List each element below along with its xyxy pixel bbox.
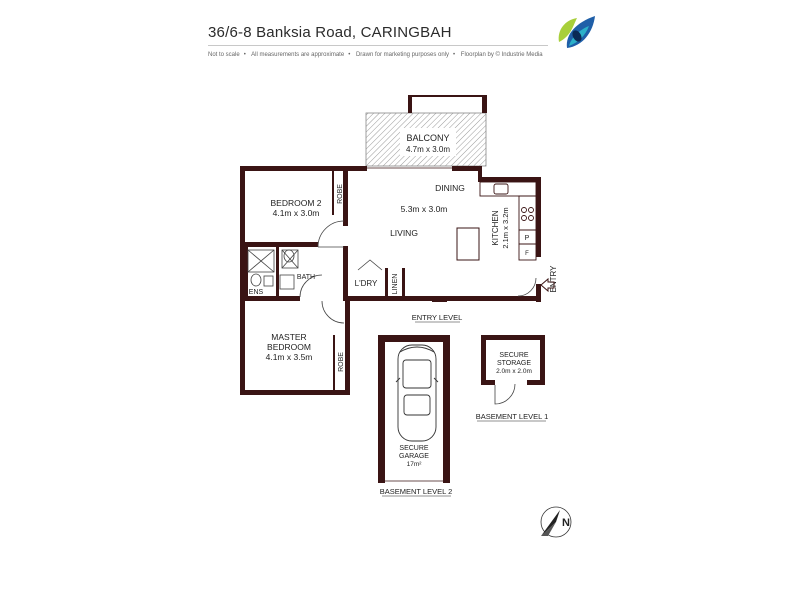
windows — [242, 167, 539, 393]
north-compass-icon: N — [540, 506, 572, 538]
balcony-label: BALCONY — [406, 133, 449, 143]
bedroom2-dims: 4.1m x 3.0m — [273, 208, 320, 218]
entry-label: ENTRY — [549, 265, 558, 293]
kitchen-dims: 2.1m x 3.2m — [501, 207, 510, 248]
dining-label: DINING — [435, 183, 465, 193]
secure-garage: SECURE GARAGE 17m² — [378, 335, 450, 483]
brand-logo-icon — [558, 16, 595, 48]
door-swings — [299, 220, 537, 324]
note-not-to-scale: Not to scale — [208, 52, 240, 58]
car-icon — [395, 344, 439, 442]
entry-arrow-icon — [540, 277, 555, 293]
balcony-area: BALCONY 4.7m x 3.0m — [365, 95, 487, 167]
kitchen-benches — [479, 181, 537, 261]
note-floorplan-credit: Floorplan by © Industrie Media — [460, 52, 543, 58]
garage-area: 17m² — [407, 461, 423, 468]
note-approx-measurements: All measurements are approximate — [251, 52, 345, 58]
master-label-line2: BEDROOM — [267, 342, 311, 352]
bedroom2-label: BEDROOM 2 — [270, 198, 321, 208]
entry-level-label: ENTRY LEVEL — [412, 313, 463, 322]
master-dims: 4.1m x 3.5m — [266, 352, 313, 362]
bath-fixtures — [247, 249, 299, 290]
robe-upper-label: ROBE — [337, 184, 344, 204]
secure-storage: SECURE STORAGE 2.0m x 2.0m — [481, 335, 545, 405]
ens-label: ENS — [249, 289, 264, 296]
robe-lower-label: ROBE — [338, 352, 345, 372]
fridge-label: F — [525, 251, 529, 257]
garage-label-line2: GARAGE — [399, 453, 429, 460]
kitchen-label: KITCHEN — [491, 210, 500, 245]
laundry-label: L'DRY — [355, 279, 378, 288]
garage-label-line1: SECURE — [399, 445, 429, 452]
storage-label-line2: STORAGE — [497, 360, 531, 367]
linen-label: LINEN — [392, 274, 399, 295]
compass-north-label: N — [562, 517, 570, 529]
master-label-line1: MASTER — [271, 332, 306, 342]
living-label: LIVING — [390, 228, 418, 238]
note-marketing: Drawn for marketing purposes only — [355, 52, 450, 58]
property-address-title: 36/6-8 Banksia Road, CARINGBAH — [208, 24, 452, 41]
disclaimer-notes: Not to scale• All measurements are appro… — [208, 52, 543, 58]
storage-label-line1: SECURE — [499, 352, 529, 359]
room-labels: DINING 5.3m x 3.0m LIVING BEDROOM 2 4.1m… — [249, 183, 558, 372]
balcony-dims: 4.7m x 3.0m — [406, 145, 450, 154]
basement-level-1-label: BASEMENT LEVEL 1 — [476, 412, 549, 421]
entry-level-walls — [240, 166, 541, 395]
basement-level-2-label: BASEMENT LEVEL 2 — [380, 487, 453, 496]
storage-dims: 2.0m x 2.0m — [496, 368, 532, 375]
bath-label: BATH — [297, 274, 315, 281]
header-divider — [208, 45, 548, 46]
pantry-label: P — [525, 235, 530, 242]
living-dims: 5.3m x 3.0m — [401, 204, 448, 214]
